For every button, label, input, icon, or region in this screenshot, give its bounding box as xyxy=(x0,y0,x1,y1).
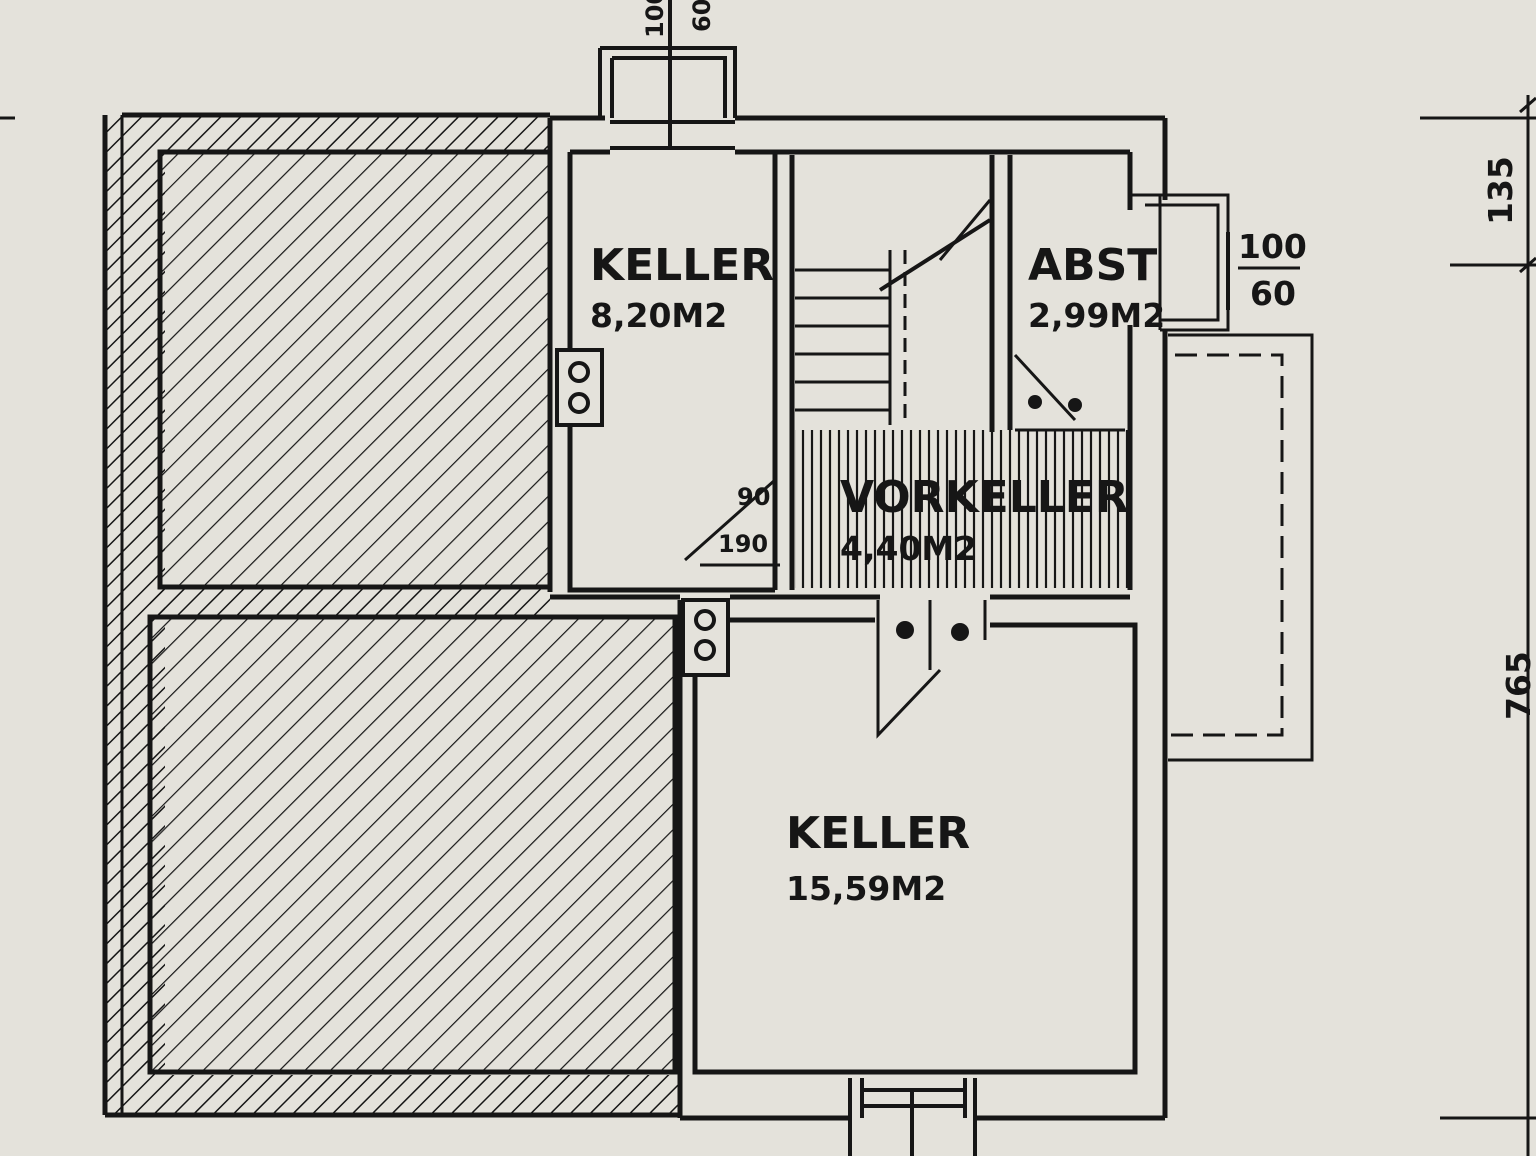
door-abst xyxy=(1013,353,1125,432)
double-circle-chimney-icon xyxy=(555,348,604,427)
top-window-height-label: 60 xyxy=(688,0,716,32)
cellar-walls xyxy=(547,115,1168,1121)
staircase xyxy=(795,199,992,425)
room-name-abst: ABST xyxy=(1028,240,1157,291)
unexcavated-area-lower xyxy=(147,614,678,1075)
room-area-abst: 2,99M2 xyxy=(1028,296,1165,335)
top-window xyxy=(598,0,737,150)
room-area-vorkeller: 4,40M2 xyxy=(840,529,977,568)
vorkeller-floor xyxy=(795,430,1130,588)
door-height-label: 190 xyxy=(718,530,768,558)
room-area-keller-large: 15,59M2 xyxy=(786,869,946,908)
bottom-window xyxy=(848,1078,977,1156)
dimension-lines xyxy=(0,95,1536,1156)
room-name-keller-small: KELLER xyxy=(590,240,774,291)
window-height-label: 60 xyxy=(1250,274,1296,313)
window-width-label: 100 xyxy=(1238,227,1307,266)
top-window-width-label: 100 xyxy=(641,0,669,38)
door-width-label: 90 xyxy=(737,483,770,511)
right-window xyxy=(1130,193,1230,332)
room-name-keller-large: KELLER xyxy=(786,808,970,859)
double-circle-chimney-icon xyxy=(681,598,730,677)
room-area-keller-small: 8,20M2 xyxy=(590,296,727,335)
light-well-outline xyxy=(1168,333,1314,762)
door-keller-large xyxy=(876,600,987,739)
fixture-icon xyxy=(896,395,1082,641)
unexcavated-area-upper xyxy=(150,149,553,615)
dimension-135: 135 xyxy=(1481,156,1520,225)
dimension-765: 765 xyxy=(1499,651,1536,720)
door-keller-small xyxy=(684,478,780,567)
room-name-vorkeller: VORKELLER xyxy=(840,472,1129,523)
